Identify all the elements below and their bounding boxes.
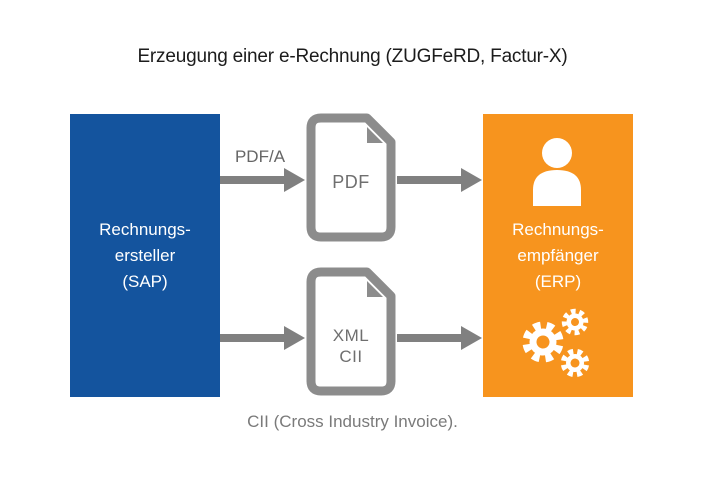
sender-box-label: Rechnungs- ersteller (SAP) — [70, 217, 220, 295]
gear-small-bottom — [560, 348, 590, 378]
arrow-sender-to-xml — [220, 326, 305, 350]
receiver-box-label: Rechnungs- empfänger (ERP) — [483, 217, 633, 295]
receiver-box-label-line-2: empfänger — [517, 245, 599, 265]
arrow-sender-to-pdf — [220, 168, 305, 192]
caption: CII (Cross Industry Invoice). — [247, 412, 458, 431]
xml-document-label-line-2: CII — [339, 347, 363, 366]
xml-document-label: XML CII — [305, 325, 397, 367]
gear-small-top — [561, 308, 589, 336]
arrow-pdf-to-receiver — [397, 168, 482, 192]
person-icon — [533, 138, 581, 206]
gear-large — [522, 321, 564, 363]
diagram-title: Erzeugung einer e-Rechnung (ZUGFeRD, Fac… — [137, 46, 568, 67]
receiver-box-label-line-3: (ERP) — [534, 271, 582, 291]
top-arrow-label: PDF/A — [234, 147, 286, 166]
sender-box-label-line-2: ersteller — [114, 245, 176, 265]
gears-icon — [522, 308, 590, 378]
pdf-document-label: PDF — [332, 172, 370, 192]
arrow-xml-to-receiver — [397, 326, 482, 350]
receiver-box-label-line-1: Rechnungs- — [512, 219, 604, 239]
sender-box-label-line-3: (SAP) — [122, 271, 168, 291]
pdf-document-icon — [306, 113, 396, 242]
xml-document-label-line-1: XML — [332, 326, 370, 345]
sender-box: Rechnungs- ersteller (SAP) — [70, 114, 220, 397]
xml-document-icon — [306, 267, 396, 396]
sender-box-label-line-1: Rechnungs- — [99, 219, 191, 239]
